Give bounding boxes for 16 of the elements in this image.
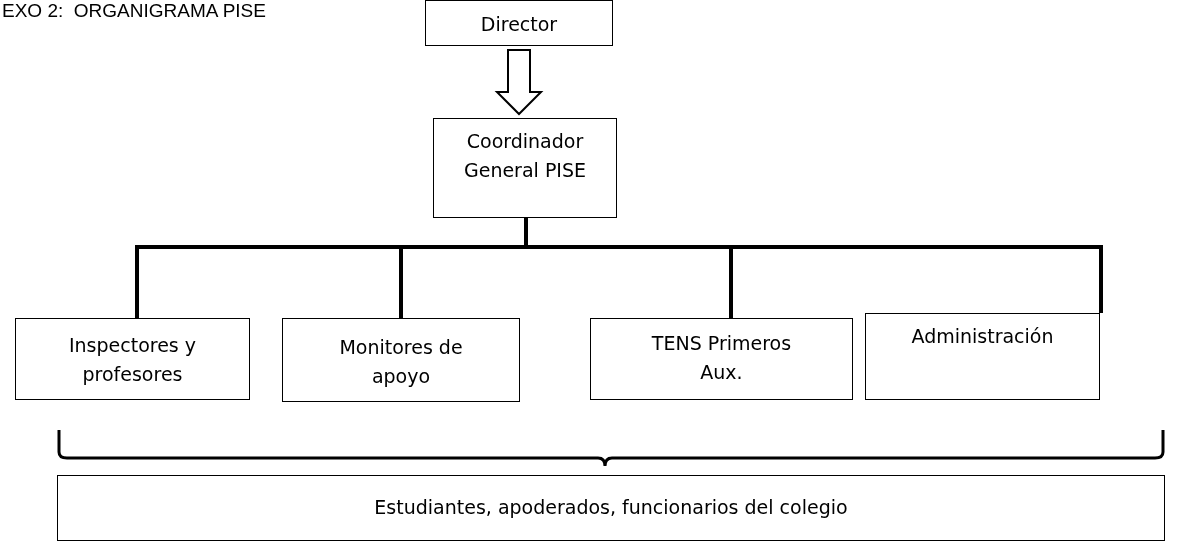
org-box <box>57 475 1165 541</box>
box-label: Administración <box>911 324 1054 349</box>
org-box <box>15 318 250 400</box>
org-box <box>865 313 1100 400</box>
org-box <box>425 0 613 46</box>
diagram-title: EXO 2: ORGANIGRAMA PISE <box>2 0 266 22</box>
org-box <box>433 118 617 218</box>
org-box <box>590 318 853 400</box>
block-arrow <box>494 49 544 116</box>
box-label: Director <box>480 12 558 38</box>
org-box <box>282 318 520 402</box>
box-label: Monitores de apoyo <box>338 335 464 390</box>
box-label: Coordinador General PISE <box>462 129 587 184</box>
box-label: Inspectores y profesores <box>67 333 198 388</box>
box-label: Estudiantes, apoderados, funcionarios del colegio <box>374 495 848 521</box>
box-label: TENS Primeros Aux. <box>650 331 793 386</box>
